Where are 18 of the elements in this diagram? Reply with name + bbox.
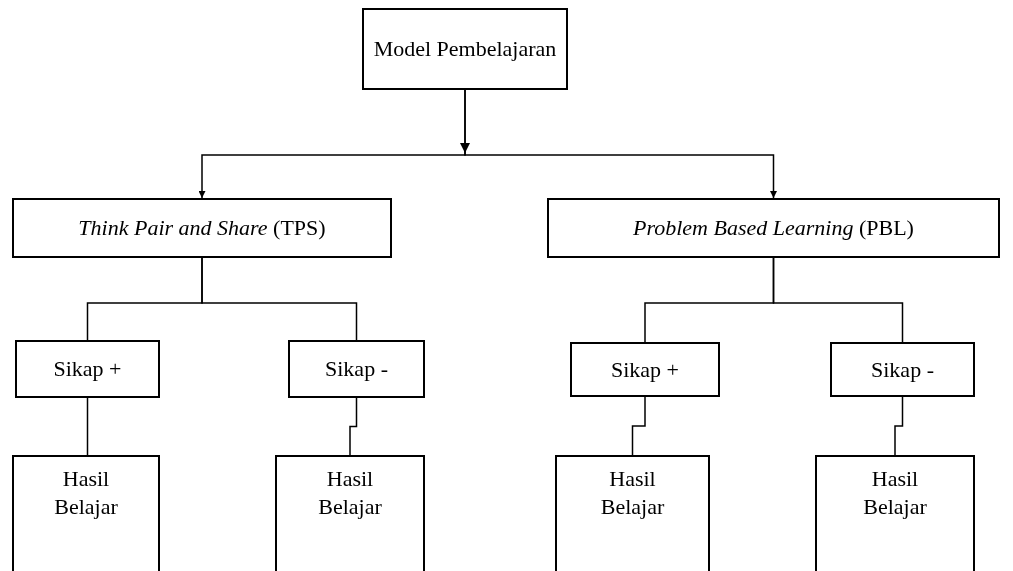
attitude-box: Sikap +: [15, 340, 160, 398]
connector-line: [631, 396, 646, 456]
connector-line: [86, 397, 89, 456]
connector-line: [772, 257, 904, 343]
connector-line: [894, 396, 904, 456]
connector-line: [349, 397, 358, 456]
attitude-box: Sikap +: [570, 342, 720, 397]
attitude-box: Sikap -: [830, 342, 975, 397]
result-box: Hasil Belajar: [555, 455, 710, 571]
result-box: Hasil Belajar: [275, 455, 425, 571]
result-box: Hasil Belajar: [815, 455, 975, 571]
model-box: Think Pair and Share (TPS): [12, 198, 392, 258]
connector-line: [464, 89, 777, 199]
model-box: Problem Based Learning (PBL): [547, 198, 1000, 258]
connector-line: [201, 257, 358, 341]
attitude-box: Sikap -: [288, 340, 425, 398]
result-box: Hasil Belajar: [12, 455, 160, 571]
model-box: Model Pembelajaran: [362, 8, 568, 90]
